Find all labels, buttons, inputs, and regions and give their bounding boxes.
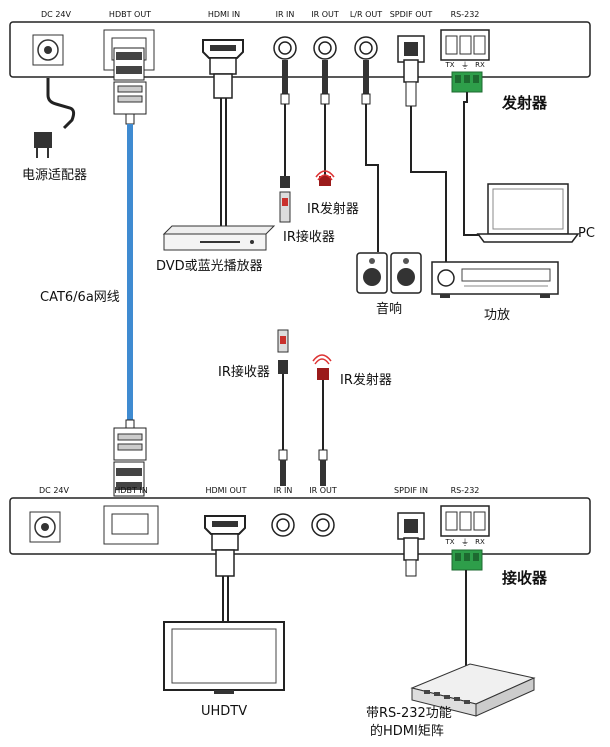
tx-pin-rx: RX	[475, 61, 485, 69]
speakers	[356, 252, 422, 294]
rx-port-dc: DC 24V	[39, 486, 69, 495]
tx-ir-receiver	[279, 176, 291, 223]
tx-port-hdmi-in: HDMI IN	[207, 10, 241, 19]
transmitter-box	[9, 21, 591, 78]
rx-hdmi-cable	[211, 533, 239, 622]
rx-port-hdmi-out: HDMI OUT	[205, 486, 247, 495]
hdmi-matrix	[410, 663, 536, 717]
tx-ir-emitter	[315, 170, 335, 186]
tx-ir-receiver-label: IR接收器	[283, 230, 335, 245]
power-adapter-cable	[34, 78, 76, 158]
tx-hdmi-in-port[interactable]	[202, 39, 244, 59]
tx-hdmi-cable	[209, 57, 237, 230]
tx-port-ir-in: IR IN	[275, 10, 295, 19]
tx-pin-tx: TX	[445, 61, 455, 69]
rx-pin-tx: TX	[445, 538, 455, 546]
rx-ir-emitter	[312, 354, 332, 486]
tx-lr-out-jack[interactable]	[354, 36, 378, 60]
tx-rs232-plug	[451, 71, 490, 236]
rx-rs232-terminal[interactable]	[440, 505, 490, 537]
tx-ir-out-cable	[320, 60, 330, 176]
amplifier-label: 功放	[484, 308, 511, 323]
rx-port-ir-out: IR OUT	[309, 486, 337, 495]
tx-lr-cable	[361, 60, 379, 252]
rx-dc-jack[interactable]	[29, 511, 61, 543]
rx-ir-receiver	[277, 329, 289, 486]
rx-port-ir-in: IR IN	[273, 486, 293, 495]
rx-spdif-cable	[403, 537, 419, 577]
tx-dc-jack[interactable]	[32, 34, 64, 66]
rx-port-spdif-in: SPDIF IN	[394, 486, 428, 495]
receiver-box	[9, 497, 591, 555]
tx-port-ir-out: IR OUT	[311, 10, 339, 19]
transmitter-title: 发射器	[502, 94, 548, 112]
matrix-label-line2: 的HDMI矩阵	[370, 724, 444, 739]
tx-port-spdif-out: SPDIF OUT	[389, 10, 433, 19]
hdbt-cat6-cable	[113, 47, 147, 497]
receiver-title: 接收器	[502, 569, 548, 587]
rx-pin-rx: RX	[475, 538, 485, 546]
amplifier	[431, 261, 559, 298]
dvd-label: DVD或蓝光播放器	[156, 259, 263, 274]
rx-ir-receiver-label: IR接收器	[218, 365, 270, 380]
rx-ir-emitter-label: IR发射器	[340, 373, 392, 388]
tx-port-dc: DC 24V	[41, 10, 71, 19]
tx-port-rs232: RS-232	[450, 10, 480, 19]
matrix-label-line1: 带RS-232功能	[366, 706, 452, 721]
power-adapter-label: 电源适配器	[22, 168, 88, 183]
tx-ir-in-jack[interactable]	[273, 36, 297, 60]
speakers-label: 音响	[376, 302, 403, 317]
rx-ir-in-jack[interactable]	[271, 513, 295, 537]
tx-port-hdbt: HDBT OUT	[108, 10, 152, 19]
pc-laptop	[476, 183, 580, 243]
tx-ir-in-cable	[280, 60, 290, 176]
rx-rs232-plug	[451, 549, 483, 668]
rx-port-rs232: RS-232	[450, 486, 480, 495]
rx-spdif-port[interactable]	[397, 512, 425, 540]
rx-hdbt-port[interactable]	[103, 505, 159, 545]
rx-ir-out-jack[interactable]	[311, 513, 335, 537]
tx-ir-out-jack[interactable]	[313, 36, 337, 60]
cable-label: CAT6/6a网线	[40, 290, 120, 305]
uhdtv	[163, 621, 285, 694]
tx-port-lr-out: L/R OUT	[349, 10, 383, 19]
tx-pin-gnd: ⏚	[461, 61, 469, 70]
rx-port-hdbt: HDBT IN	[114, 486, 148, 495]
rx-pin-gnd: ⏚	[461, 538, 469, 547]
rx-hdmi-out-port[interactable]	[204, 515, 246, 535]
dvd-player	[162, 225, 276, 251]
tx-rs232-terminal[interactable]	[440, 29, 490, 61]
uhdtv-label: UHDTV	[201, 704, 248, 719]
tx-ir-emitter-label: IR发射器	[307, 202, 359, 217]
tx-spdif-cable	[403, 59, 447, 262]
pc-label: PC	[578, 226, 595, 241]
tx-spdif-port[interactable]	[397, 35, 425, 63]
